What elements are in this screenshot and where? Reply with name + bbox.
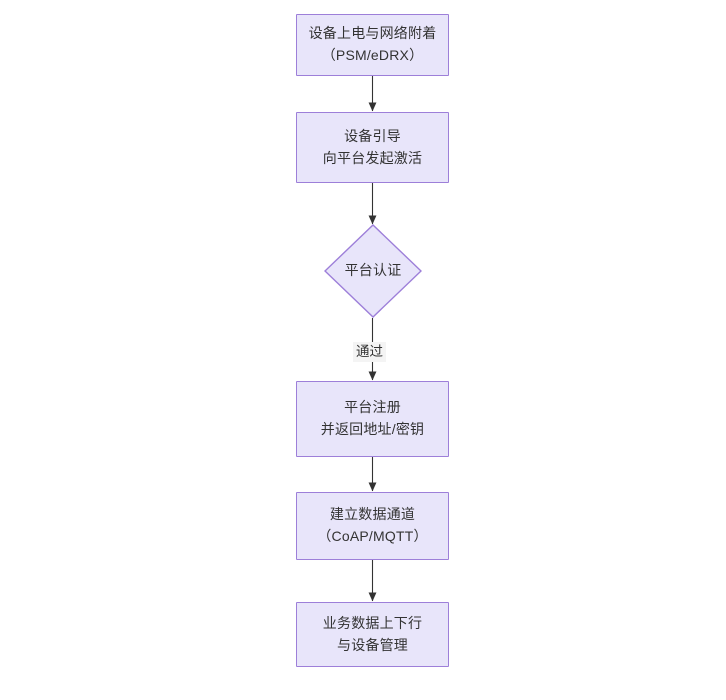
node-business-data[interactable]: 业务数据上下行 与设备管理 [296,602,449,667]
diamond-shape-icon [324,224,422,318]
edge-label-pass-text: 通过 [356,344,383,359]
node-platform-register-line-2: 并返回地址/密钥 [320,421,425,437]
node-bootstrap[interactable]: 设备引导 向平台发起激活 [296,112,449,183]
node-platform-auth-label: 平台认证 [344,262,402,279]
node-platform-register[interactable]: 平台注册 并返回地址/密钥 [296,381,449,457]
node-power-on[interactable]: 设备上电与网络附着 （PSM/eDRX） [296,14,449,76]
edge-label-pass: 通过 [353,342,386,363]
node-power-on-line-1: 设备上电与网络附着 [308,25,437,42]
node-data-channel[interactable]: 建立数据通道 （CoAP/MQTT） [296,492,449,560]
node-business-data-line-1: 业务数据上下行 [322,614,423,631]
node-platform-auth[interactable]: 平台认证 [324,224,422,318]
node-platform-register-line-1: 平台注册 [344,399,401,416]
node-business-data-line-2: 与设备管理 [337,636,408,653]
node-bootstrap-line-1: 设备引导 [344,127,401,144]
node-data-channel-line-2: （CoAP/MQTT） [317,528,428,544]
node-bootstrap-line-2: 向平台发起激活 [322,149,423,166]
node-power-on-line-2: （PSM/eDRX） [321,47,424,63]
node-data-channel-line-1: 建立数据通道 [329,506,416,523]
